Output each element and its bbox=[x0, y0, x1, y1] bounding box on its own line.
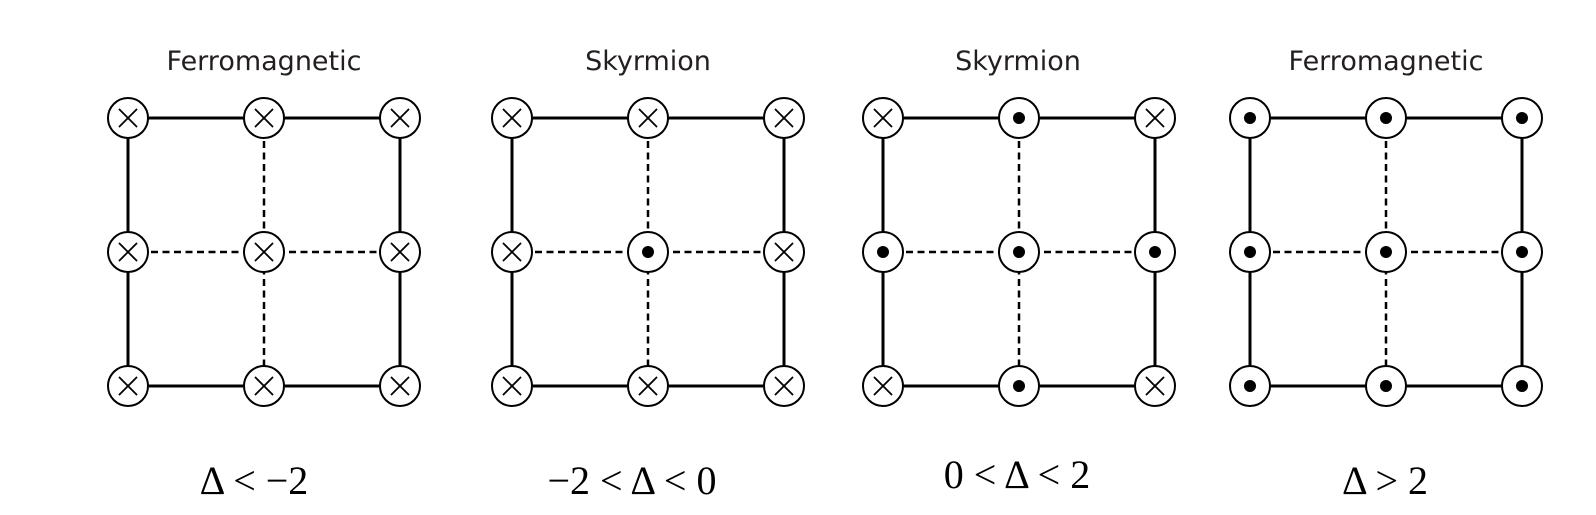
panel-condition: 0 < Δ < 2 bbox=[944, 452, 1090, 497]
cross-circle-icon bbox=[243, 231, 285, 273]
panel-4: Ferromagnetic Δ > 2 bbox=[1229, 46, 1543, 503]
dot-circle-icon bbox=[1365, 231, 1407, 273]
dot-circle-icon bbox=[627, 231, 669, 273]
dot-circle-icon bbox=[1365, 97, 1407, 139]
dot-circle-icon bbox=[1501, 97, 1543, 139]
cross-circle-icon bbox=[763, 97, 805, 139]
dot-circle-icon bbox=[998, 97, 1040, 139]
panel-title: Ferromagnetic bbox=[167, 46, 362, 77]
cross-circle-icon bbox=[491, 365, 533, 407]
cross-circle-icon bbox=[491, 231, 533, 273]
cross-circle-icon bbox=[627, 97, 669, 139]
dot-circle-icon bbox=[1134, 231, 1176, 273]
dot-circle-icon bbox=[1229, 97, 1271, 139]
dot-circle-icon bbox=[998, 365, 1040, 407]
cross-circle-icon bbox=[243, 97, 285, 139]
dot-circle-icon bbox=[1501, 231, 1543, 273]
cross-circle-icon bbox=[627, 365, 669, 407]
panel-condition: Δ > 2 bbox=[1342, 458, 1428, 503]
cross-circle-icon bbox=[379, 231, 421, 273]
panel-1: Ferromagnetic Δ < −2 bbox=[107, 46, 421, 503]
panel-condition: Δ < −2 bbox=[200, 458, 309, 503]
cross-circle-icon bbox=[379, 365, 421, 407]
cross-circle-icon bbox=[862, 365, 904, 407]
panel-3: Skyrmion 0 < Δ < 2 bbox=[862, 46, 1176, 497]
cross-circle-icon bbox=[379, 97, 421, 139]
cross-circle-icon bbox=[107, 231, 149, 273]
cross-circle-icon bbox=[107, 97, 149, 139]
cross-circle-icon bbox=[763, 365, 805, 407]
cross-circle-icon bbox=[491, 97, 533, 139]
cross-circle-icon bbox=[107, 365, 149, 407]
cross-circle-icon bbox=[1134, 97, 1176, 139]
dot-circle-icon bbox=[1365, 365, 1407, 407]
panel-title: Skyrmion bbox=[585, 46, 711, 77]
panel-title: Ferromagnetic bbox=[1289, 46, 1484, 77]
cross-circle-icon bbox=[243, 365, 285, 407]
cross-circle-icon bbox=[1134, 365, 1176, 407]
dot-circle-icon bbox=[998, 231, 1040, 273]
dot-circle-icon bbox=[1229, 231, 1271, 273]
panel-condition: −2 < Δ < 0 bbox=[548, 458, 717, 503]
dot-circle-icon bbox=[1501, 365, 1543, 407]
dot-circle-icon bbox=[862, 231, 904, 273]
cross-circle-icon bbox=[862, 97, 904, 139]
panel-title: Skyrmion bbox=[955, 46, 1081, 77]
dot-circle-icon bbox=[1229, 365, 1271, 407]
cross-circle-icon bbox=[763, 231, 805, 273]
panel-2: Skyrmion −2 < Δ < 0 bbox=[491, 46, 805, 503]
